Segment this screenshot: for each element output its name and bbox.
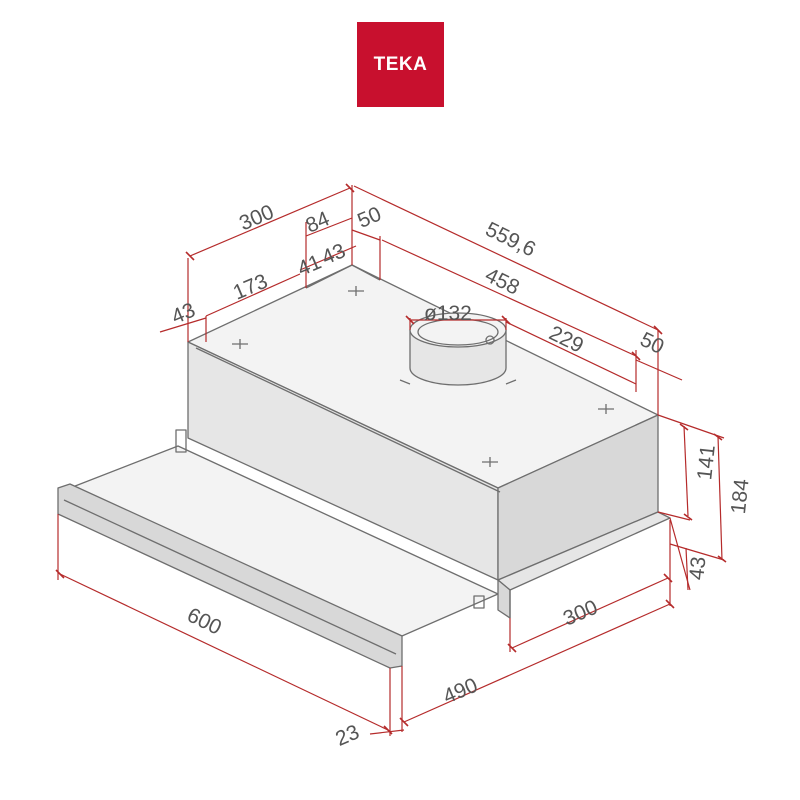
dim-line-23: [369, 729, 405, 735]
tick: [55, 569, 65, 579]
dimension-ticks: [55, 183, 727, 735]
duct-inner: [417, 318, 499, 346]
housing-left-bracket: [175, 429, 187, 453]
dim-line-50-top: [351, 229, 381, 241]
duct-collar: [399, 312, 517, 386]
dim-line-300-bottom: [511, 577, 669, 649]
dim-line-229: [505, 321, 637, 385]
label-50-right: 50: [636, 328, 667, 359]
label-458: 458: [481, 264, 523, 300]
tick: [185, 251, 195, 261]
housing-top-edge-inner: [195, 347, 501, 493]
tick: [399, 717, 409, 727]
screw-1: [232, 339, 248, 349]
tick: [683, 513, 693, 521]
dim-line-173: [205, 273, 301, 317]
label-300-bottom: 300: [560, 596, 601, 631]
label-490: 490: [440, 674, 481, 709]
dim-line-84: [305, 217, 353, 237]
label-43-right: 43: [685, 555, 710, 581]
label-84: 84: [302, 207, 333, 237]
tick: [653, 325, 663, 335]
dim-line-141: [683, 425, 689, 517]
dim-line-600: [59, 573, 389, 731]
ext-height-bottom: [669, 543, 725, 561]
tick: [713, 433, 723, 441]
screw-3: [598, 404, 614, 414]
ext-height-top: [657, 414, 725, 439]
logo-badge: [357, 22, 444, 107]
label-43-small: 43: [318, 239, 348, 269]
dim-line-43-left: [159, 317, 207, 333]
dim-line-41-43: [299, 245, 357, 271]
drawer-rail-inner: [63, 499, 397, 655]
dim-line-458: [381, 239, 637, 357]
tick: [383, 725, 393, 735]
dim-line-184: [717, 435, 723, 561]
screw-4: [482, 457, 498, 467]
tick: [665, 599, 675, 609]
label-300-top: 300: [236, 200, 277, 235]
tick: [717, 555, 727, 563]
label-184: 184: [727, 478, 754, 516]
label-229: 229: [545, 322, 587, 358]
tick: [501, 315, 511, 325]
label-50-top: 50: [354, 203, 384, 233]
dim-line-43-right: [685, 547, 689, 591]
drawer-latch: [473, 595, 485, 609]
tick: [631, 351, 641, 361]
label-173: 173: [230, 270, 271, 305]
tick: [679, 423, 689, 431]
dim-line-50-right: [635, 359, 683, 381]
logo-background: [357, 22, 444, 107]
duct-flap-pin: [485, 335, 495, 345]
label-559: 559,6: [482, 218, 539, 262]
label-23: 23: [332, 721, 362, 751]
label-43-left: 43: [168, 299, 198, 329]
dimension-lines: [55, 183, 727, 736]
label-141: 141: [693, 444, 720, 481]
label-duct-diameter: ø132: [424, 302, 472, 325]
screw-2: [348, 286, 364, 296]
teka-logo: TEKA: [357, 22, 444, 107]
ext-height-mid: [657, 511, 691, 521]
label-600: 600: [183, 604, 225, 640]
duct-base-flange: [399, 379, 517, 385]
dim-line-490: [403, 603, 671, 723]
tick: [663, 573, 673, 583]
ext-43-bottom: [669, 517, 691, 591]
tick: [507, 643, 517, 653]
tick: [345, 183, 355, 193]
dim-line-559: [353, 185, 659, 331]
dim-line-300-top: [189, 187, 351, 257]
logo-text: TEKA: [373, 54, 428, 75]
tick: [405, 315, 415, 325]
hood-body: [57, 264, 671, 669]
mounting-screws: [232, 286, 614, 467]
